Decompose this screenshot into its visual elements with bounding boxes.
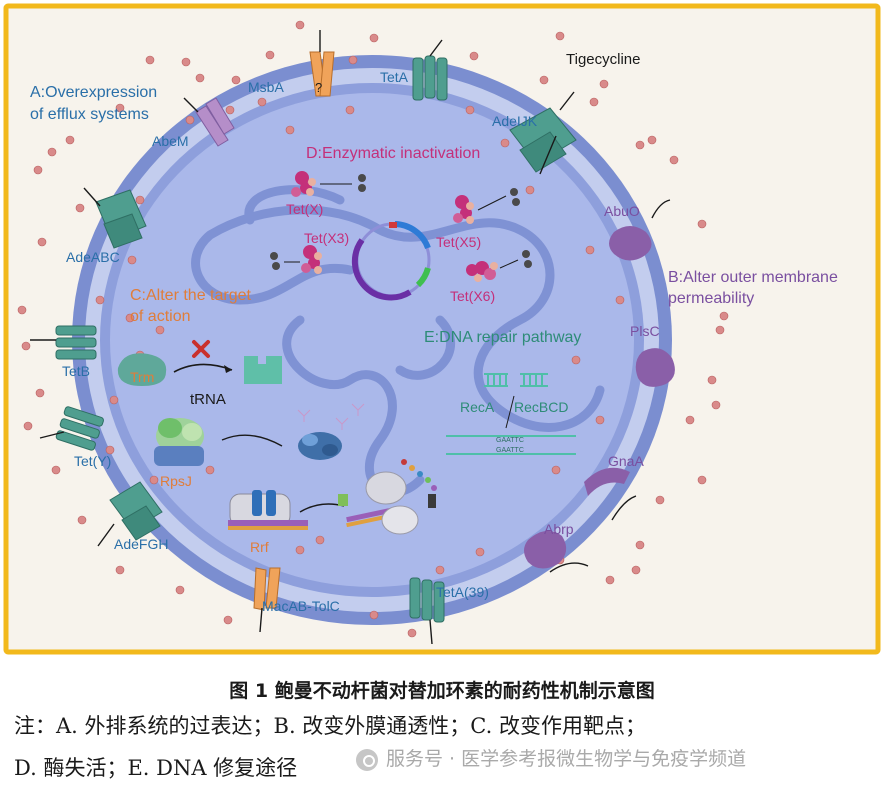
recbcd-dna [520, 373, 548, 387]
label-seq-bottom: GAATTC [496, 447, 524, 454]
enzyme-tetx5 [453, 188, 520, 224]
label-trm: Trm [130, 369, 154, 385]
rpsj-arrow [221, 434, 283, 447]
label-msba-q: ? [315, 80, 322, 95]
label-tetx6: Tet(X6) [450, 288, 495, 304]
pump-teta [412, 55, 448, 101]
caption-note-line1: 注：A. 外排系统的过表达；B. 改变外膜通透性；C. 改变作用靶点； [14, 714, 646, 738]
plasmid-arc-green [415, 267, 431, 288]
label-abrp: Abrp [544, 521, 574, 537]
pump-adefgh [109, 481, 163, 541]
plasmid-arc-purple [351, 238, 412, 301]
label-tigecycline: Tigecycline [566, 51, 640, 68]
label-c-title-1: C:Alter the target [130, 287, 252, 304]
protein-abuo [609, 226, 652, 261]
label-tety: Tet(Y) [74, 453, 111, 469]
protein-abrp [524, 530, 567, 569]
repaired-dna [446, 435, 576, 455]
label-b-title-1: B:Alter outer membrane [668, 269, 838, 286]
label-trna: tRNA [190, 391, 226, 408]
label-teta39: TetA(39) [436, 584, 489, 600]
label-abuo: AbuO [604, 203, 640, 219]
chromosome [191, 185, 605, 497]
blocked-x-icon [192, 340, 210, 358]
pump-adeijk [509, 107, 577, 173]
figure-caption: 图 1 鲍曼不动杆菌对替加环素的耐药性机制示意图 [229, 680, 655, 702]
watermark-text: 服务号 · 医学参考报微生物学与免疫学频道 [386, 748, 747, 770]
label-tetx3: Tet(X3) [304, 230, 349, 246]
plasmid-red-segment [389, 222, 397, 228]
label-tetx: Tet(X) [286, 201, 323, 217]
label-seq-top: GAATTC [496, 437, 524, 444]
label-tetx5: Tet(X5) [436, 234, 481, 250]
peptide-chain [401, 459, 437, 491]
label-a-title-2: of efflux systems [30, 106, 149, 123]
pump-tety [55, 406, 104, 451]
pump-macab [253, 567, 281, 611]
label-e-title: E:DNA repair pathway [424, 329, 581, 346]
reca-dna [484, 373, 508, 387]
protein-gnaa [584, 467, 630, 496]
label-msba: MsbA [248, 79, 284, 95]
protein-plsc [635, 348, 675, 387]
pump-teta39 [409, 577, 445, 623]
tigecycline-fragments [297, 403, 365, 430]
enzyme-tetx3 [270, 245, 322, 274]
repair-arrow [505, 395, 515, 429]
ribosome-subunits [365, 471, 436, 535]
wechat-icon [356, 748, 378, 771]
ribosome-complex [298, 432, 342, 460]
label-adeabc: AdeABC [66, 249, 120, 265]
label-c-title-2: of action [130, 308, 190, 325]
plasmid-arc-blue [394, 221, 431, 250]
label-reca: RecA [460, 399, 495, 415]
label-d-title: D:Enzymatic inactivation [306, 145, 480, 162]
label-adefgh: AdeFGH [114, 536, 168, 552]
label-abem: AbeM [152, 133, 189, 149]
label-a-title-1: A:Overexpression [30, 84, 157, 101]
rpsj-ribosome [154, 418, 204, 466]
trna-shape [244, 356, 282, 384]
label-rrf: Rrf [250, 539, 269, 555]
rrf-complex [228, 490, 308, 530]
label-b-title-2: permeability [668, 290, 754, 307]
pump-abem [195, 97, 235, 147]
label-recbcd: RecBCD [514, 399, 568, 415]
trm-arrowhead [224, 365, 232, 373]
label-adeijk: AdeIJK [492, 113, 538, 129]
label-macab: MacAB-TolC [262, 598, 340, 614]
pump-msba [309, 51, 335, 97]
enzyme-tetx [291, 171, 366, 197]
label-teta: TetA [380, 69, 409, 85]
label-gnaa: GnaA [608, 453, 644, 469]
label-rpsj: RpsJ [160, 473, 192, 489]
pump-adeabc [95, 189, 147, 249]
watermark: 服务号 · 医学参考报微生物学与免疫学频道 [356, 744, 746, 771]
label-plsc: PlsC [630, 323, 660, 339]
enzyme-tetx6 [466, 250, 532, 282]
efflux-arrows [30, 30, 671, 645]
diagram-canvas: Tigecycline A:Overexpression of efflux s… [3, 3, 881, 655]
pump-tetb [55, 325, 97, 360]
label-tetb: TetB [62, 363, 90, 379]
trm-protein [117, 353, 167, 386]
caption-note-line2: D. 酶失活；E. DNA 修复途径 [14, 756, 298, 780]
